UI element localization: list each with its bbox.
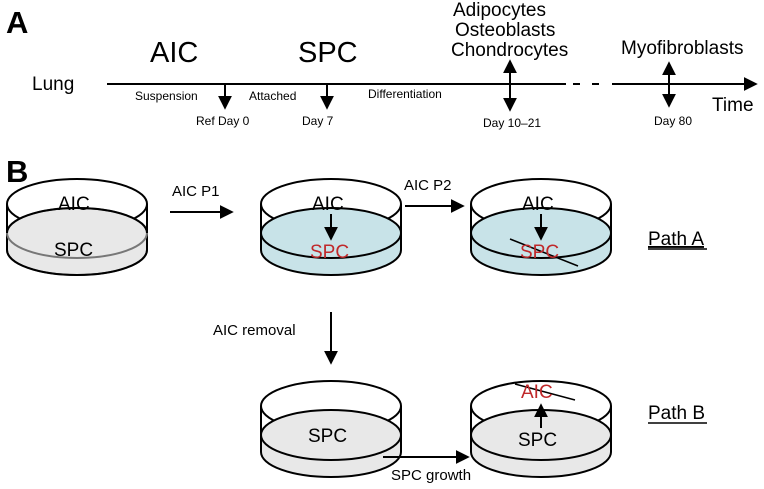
dish4-spc-label: SPC (308, 426, 347, 447)
dish-spc-growth (469, 380, 613, 478)
dish1-spc-label: SPC (54, 240, 93, 261)
lung-label: Lung (32, 74, 74, 95)
dish-after-removal (259, 380, 403, 478)
panel-a-label: A (6, 5, 28, 40)
myofibroblasts-label: Myofibroblasts (621, 38, 744, 59)
dish1-aic-label: AIC (58, 194, 90, 215)
time-label: Time (712, 95, 754, 116)
aic-p2-label: AIC P2 (404, 177, 452, 194)
spc-growth-label: SPC growth (391, 467, 471, 484)
aic-removal-label: AIC removal (213, 322, 296, 339)
spc-stage-label: SPC (298, 37, 358, 69)
ref-day0-label: Ref Day 0 (196, 114, 250, 128)
osteoblasts-label: Osteoblasts (455, 20, 555, 41)
aic-p1-label: AIC P1 (172, 183, 220, 200)
dish-aic-p2 (469, 178, 613, 276)
aic-stage-label: AIC (150, 37, 198, 69)
path-b-label: Path B (648, 403, 705, 424)
dish2-aic-label: AIC (312, 194, 344, 215)
dish5-aic-label: AIC (521, 382, 553, 403)
dish-aic-p1 (259, 178, 403, 276)
differentiation-label: Differentiation (368, 87, 442, 101)
panel-b-label: B (6, 154, 28, 189)
path-a-label: Path A (648, 229, 704, 250)
dish2-spc-label: SPC (310, 242, 349, 263)
dish-initial (6, 178, 148, 276)
adipocytes-label: Adipocytes (453, 0, 546, 21)
day7-label: Day 7 (302, 114, 334, 128)
suspension-label: Suspension (135, 89, 198, 103)
dish3-aic-label: AIC (522, 194, 554, 215)
dish3-spc-label: SPC (520, 242, 559, 263)
dish5-spc-label: SPC (518, 430, 557, 451)
chondrocytes-label: Chondrocytes (451, 40, 568, 61)
day10-21-label: Day 10–21 (483, 116, 541, 130)
attached-label: Attached (249, 89, 296, 103)
day80-label: Day 80 (654, 114, 692, 128)
